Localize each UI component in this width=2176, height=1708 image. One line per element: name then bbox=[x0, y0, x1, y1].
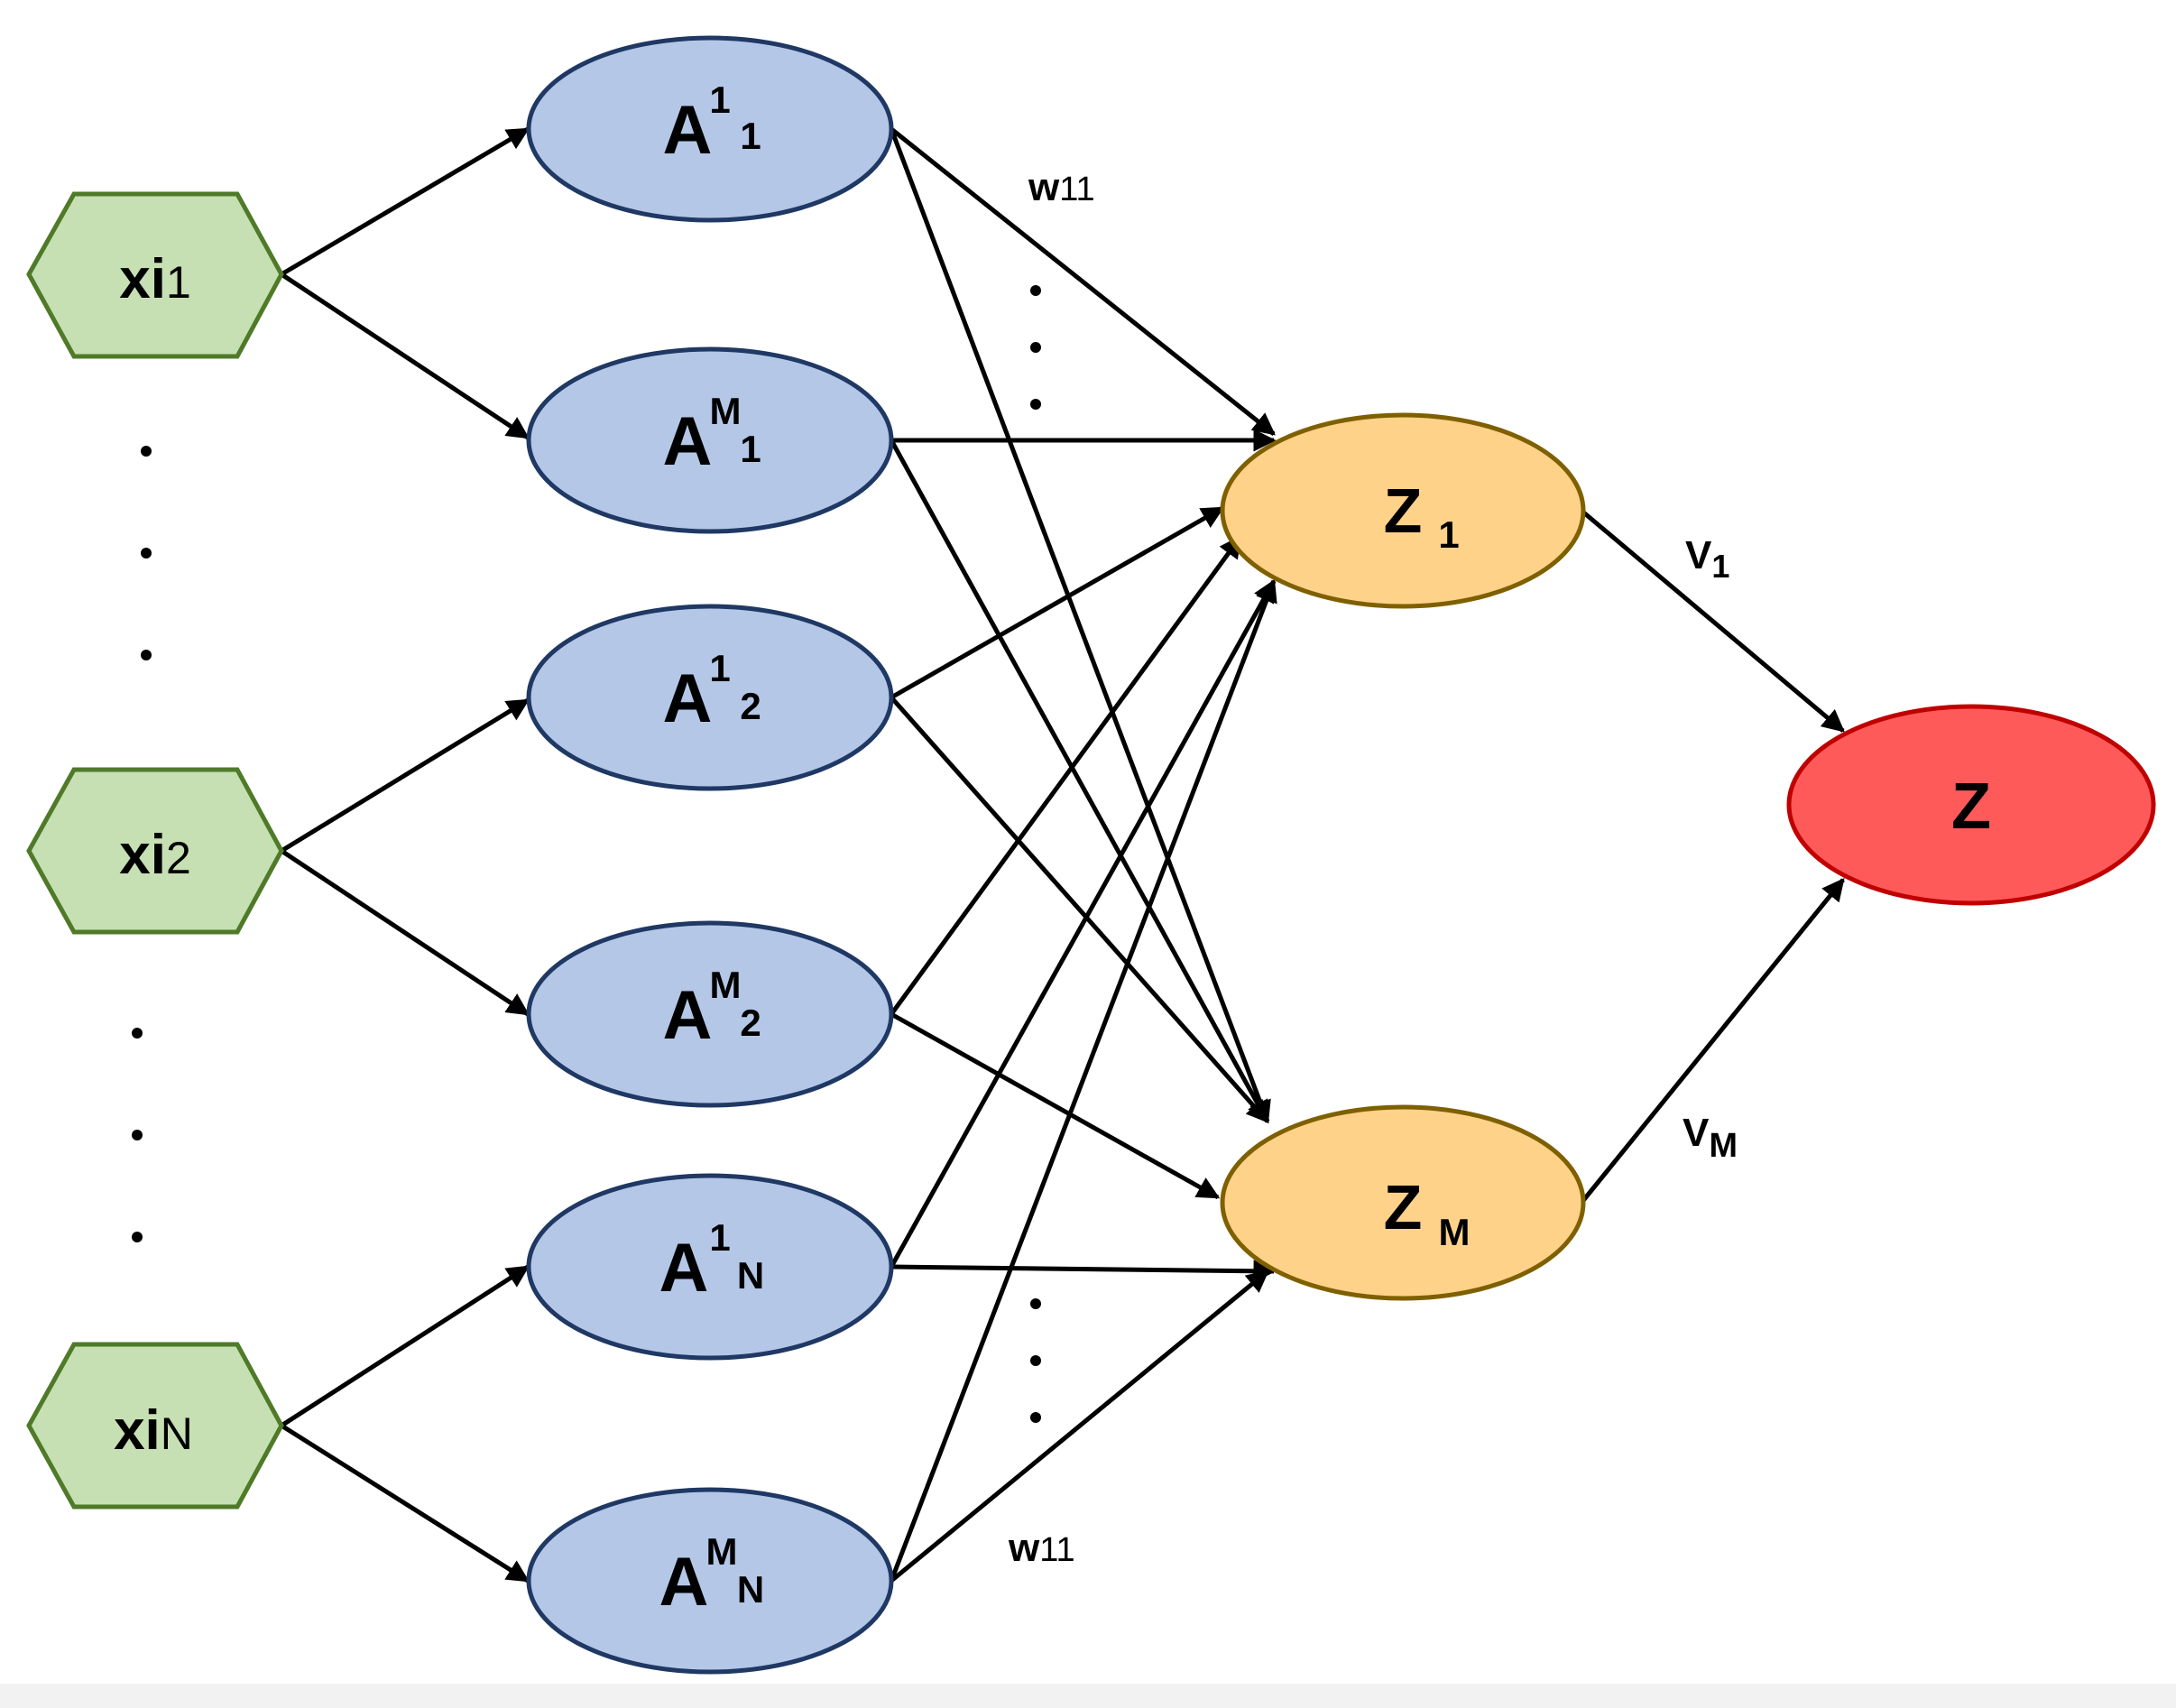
edge-zm-z bbox=[1580, 878, 1845, 1205]
weight-v-top-sub: 1 bbox=[1711, 548, 1729, 585]
edge-amn-z1 bbox=[889, 578, 1277, 1582]
membership-ellipse bbox=[526, 346, 894, 534]
bottom-border-band bbox=[0, 1684, 2176, 1708]
membership-sup: M bbox=[710, 964, 742, 1006]
input-hexagon bbox=[26, 767, 284, 935]
membership-sub: 2 bbox=[740, 1002, 761, 1044]
edge-z1-z bbox=[1580, 509, 1845, 733]
edge-a1n-zm bbox=[890, 1260, 1277, 1283]
membership-sub: 1 bbox=[740, 428, 761, 470]
edge-amn-zm bbox=[890, 1269, 1269, 1583]
rule-node-z1: Z 1 bbox=[1220, 412, 1586, 609]
input-label: xi bbox=[114, 1399, 161, 1462]
membership-ellipse bbox=[526, 1487, 894, 1675]
edge-a1n-z1 bbox=[889, 578, 1277, 1269]
membership-node-am-2: A M 2 bbox=[526, 920, 894, 1108]
svg-text:xi1: xi1 bbox=[119, 248, 191, 310]
svg-text:xi2: xi2 bbox=[119, 824, 191, 886]
svg-text:w11: w11 bbox=[1028, 165, 1095, 209]
weight-v-top: V bbox=[1685, 533, 1712, 577]
edge-xin-amn bbox=[280, 1423, 530, 1583]
membership-node-a1-n: A 1 N bbox=[526, 1173, 894, 1361]
weight-v-bottom-sub: M bbox=[1709, 1127, 1738, 1165]
edge-xin-a1n bbox=[280, 1264, 530, 1428]
edge-a11-zm bbox=[889, 128, 1271, 1124]
membership-sub: 1 bbox=[740, 115, 761, 157]
membership-main: A bbox=[659, 1230, 709, 1306]
input-subscript: N bbox=[161, 1408, 193, 1459]
input-subscript: 1 bbox=[166, 257, 191, 308]
weight-ellipsis-upper bbox=[1030, 285, 1041, 410]
membership-main: A bbox=[663, 660, 713, 737]
membership-main: A bbox=[659, 1544, 709, 1620]
edge-xi1-a11 bbox=[280, 126, 530, 277]
edge-a12-zm bbox=[890, 696, 1269, 1123]
membership-ellipse bbox=[526, 1173, 894, 1361]
membership-ellipse bbox=[526, 604, 894, 791]
input-node-2: xi2 bbox=[26, 767, 284, 935]
input-ellipsis-lower bbox=[132, 1028, 143, 1242]
svg-text:VM: VM bbox=[1683, 1111, 1738, 1165]
rule-ellipse bbox=[1220, 1104, 1586, 1301]
membership-sub: 2 bbox=[740, 685, 761, 727]
edge-a12-z1 bbox=[890, 505, 1225, 700]
weight-v-bottom: V bbox=[1683, 1111, 1710, 1155]
membership-sup: M bbox=[706, 1530, 738, 1573]
edge-am2-zm bbox=[890, 1011, 1221, 1200]
membership-sup: 1 bbox=[709, 78, 730, 121]
weight-ellipsis-lower bbox=[1030, 1298, 1041, 1423]
edge-xi2-am2 bbox=[280, 848, 530, 1017]
weight-w-top-sub: 11 bbox=[1059, 171, 1094, 208]
weight-w-top: w bbox=[1028, 165, 1060, 209]
rule-main: Z bbox=[1384, 475, 1423, 546]
input-label: xi bbox=[119, 824, 166, 886]
membership-node-am-n: A M N bbox=[526, 1487, 894, 1675]
edges bbox=[280, 126, 1845, 1583]
membership-sup: 1 bbox=[709, 647, 730, 689]
membership-main: A bbox=[663, 92, 713, 169]
edge-am1-zm bbox=[889, 439, 1270, 1124]
weight-w-bottom: w bbox=[1008, 1526, 1040, 1570]
membership-node-am-1: A M 1 bbox=[526, 346, 894, 534]
input-node-1: xi1 bbox=[26, 191, 284, 359]
membership-sup: M bbox=[710, 390, 742, 432]
membership-node-a1-2: A 1 2 bbox=[526, 604, 894, 791]
output-ellipse bbox=[1786, 704, 2156, 906]
edge-xi1-am1 bbox=[280, 272, 530, 440]
membership-main: A bbox=[663, 403, 713, 480]
rule-main: Z bbox=[1384, 1172, 1423, 1242]
membership-ellipse bbox=[526, 35, 894, 223]
svg-text:xiN: xiN bbox=[114, 1399, 193, 1462]
weight-w-bottom-sub: 11 bbox=[1039, 1531, 1074, 1569]
membership-sub: N bbox=[737, 1568, 764, 1611]
membership-node-a1-1: A 1 1 bbox=[526, 35, 894, 223]
rule-ellipse bbox=[1220, 412, 1586, 609]
edge-am2-z1 bbox=[889, 534, 1243, 1016]
output-node-z: Z bbox=[1786, 704, 2156, 906]
output-label: Z bbox=[1951, 771, 1991, 843]
membership-sub: N bbox=[737, 1254, 764, 1297]
input-ellipsis-upper bbox=[141, 446, 152, 660]
input-hexagon bbox=[26, 191, 284, 359]
input-hexagon bbox=[26, 1342, 284, 1510]
rule-sub: 1 bbox=[1438, 513, 1459, 556]
svg-text:V1: V1 bbox=[1685, 533, 1729, 585]
input-subscript: 2 bbox=[166, 833, 191, 883]
input-label: xi bbox=[119, 248, 166, 310]
rule-node-zm: Z M bbox=[1220, 1104, 1586, 1301]
edge-xi2-a12 bbox=[280, 697, 530, 854]
input-node-n: xiN bbox=[26, 1342, 284, 1510]
membership-sup: 1 bbox=[709, 1216, 730, 1259]
edge-a11-z1 bbox=[890, 127, 1276, 436]
membership-main: A bbox=[663, 977, 713, 1054]
rule-sub: M bbox=[1439, 1211, 1471, 1253]
svg-text:w11: w11 bbox=[1008, 1526, 1075, 1570]
membership-ellipse bbox=[526, 920, 894, 1108]
